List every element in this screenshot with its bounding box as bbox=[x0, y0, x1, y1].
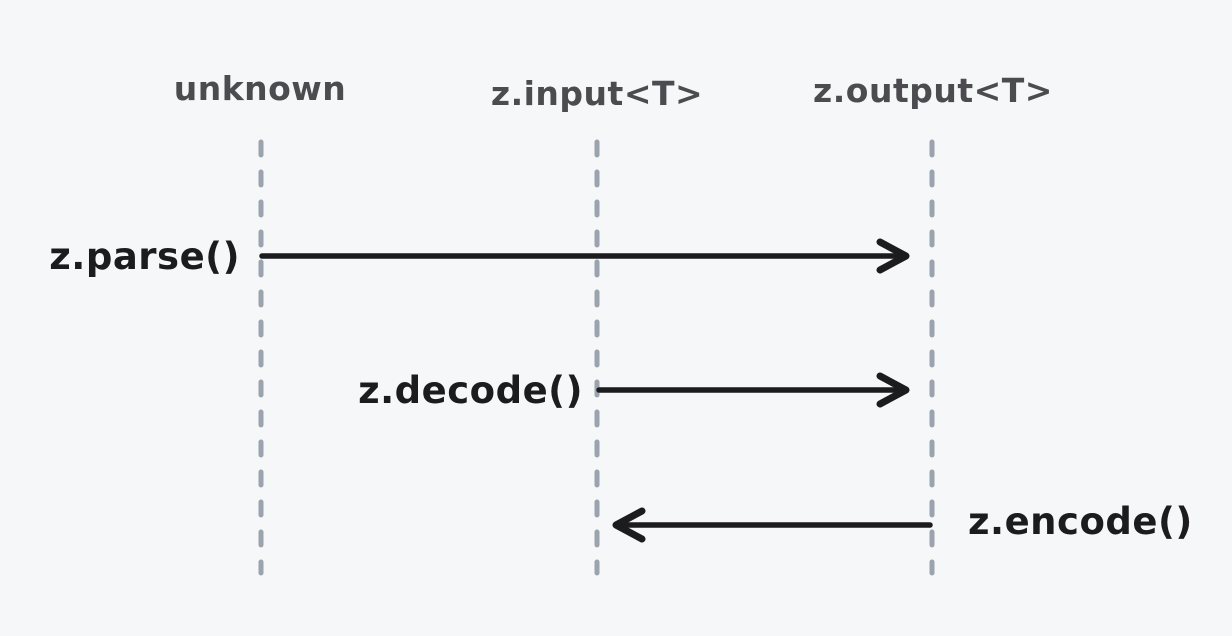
arrowhead-right-icon bbox=[876, 372, 910, 408]
message-arrow-parse bbox=[259, 238, 910, 274]
message-arrow-decode bbox=[596, 372, 910, 408]
message-label-parse: z.parse() bbox=[49, 235, 240, 278]
message-arrow-encode bbox=[612, 507, 933, 543]
lifeline-label-z-input: z.input<T> bbox=[491, 74, 703, 113]
message-label-encode: z.encode() bbox=[968, 500, 1193, 543]
lifeline-label-z-output: z.output<T> bbox=[813, 71, 1053, 110]
arrowhead-left-icon bbox=[612, 507, 646, 543]
lifeline-label-unknown: unknown bbox=[174, 69, 347, 108]
message-label-decode: z.decode() bbox=[358, 369, 583, 412]
arrowhead-right-icon bbox=[876, 238, 910, 274]
